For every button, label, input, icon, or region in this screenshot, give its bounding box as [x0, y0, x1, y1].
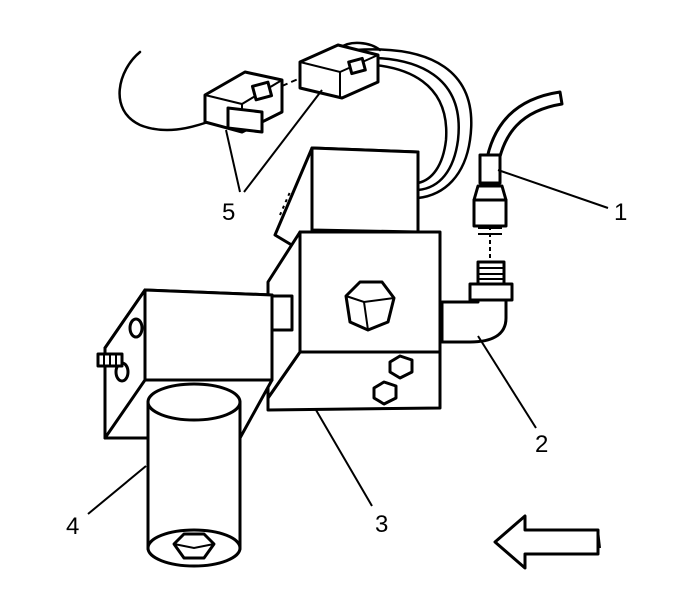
- loose-wire-end: [118, 50, 210, 132]
- leader-5b: [243, 89, 323, 193]
- valve-block: [266, 230, 442, 412]
- line-nut: [472, 198, 508, 228]
- valve-port-upper: [388, 354, 414, 380]
- valve-port-lower: [372, 380, 398, 406]
- set-screw: [96, 352, 124, 368]
- harness-loop-inner: [353, 62, 448, 185]
- motor-top: [146, 382, 242, 422]
- leader-2: [477, 335, 537, 429]
- leader-1: [497, 169, 609, 209]
- line-nut-top: [472, 184, 508, 202]
- callout-4: 4: [66, 513, 79, 540]
- callout-1: 1: [614, 199, 627, 226]
- electrical-connector-left: [203, 70, 284, 134]
- fitting-elbow: [440, 298, 508, 344]
- leader-5a: [225, 129, 241, 193]
- harness-loop-outer: [353, 48, 473, 200]
- pump-hole-1: [128, 317, 144, 339]
- line-sleeve: [478, 153, 502, 185]
- harness-loop-mid: [353, 56, 460, 192]
- wiring-harness: [118, 41, 473, 200]
- callout-3: 3: [375, 511, 388, 538]
- pump-front: [143, 288, 274, 382]
- elbow-fitting: [440, 260, 514, 344]
- outline-arrow-left-icon: [493, 514, 601, 570]
- fitting-hex: [468, 282, 514, 302]
- electrical-connector-right: [298, 43, 380, 100]
- leader-3: [315, 409, 373, 507]
- leader-lines: [87, 89, 609, 515]
- callout-2: 2: [535, 431, 548, 458]
- solenoid-housing: [273, 146, 420, 252]
- hydraulic-line: [472, 90, 564, 262]
- leader-4: [87, 465, 147, 515]
- motor-cylinder: [146, 382, 242, 568]
- valve-hex-bolt: [344, 280, 396, 332]
- callout-5: 5: [222, 199, 235, 226]
